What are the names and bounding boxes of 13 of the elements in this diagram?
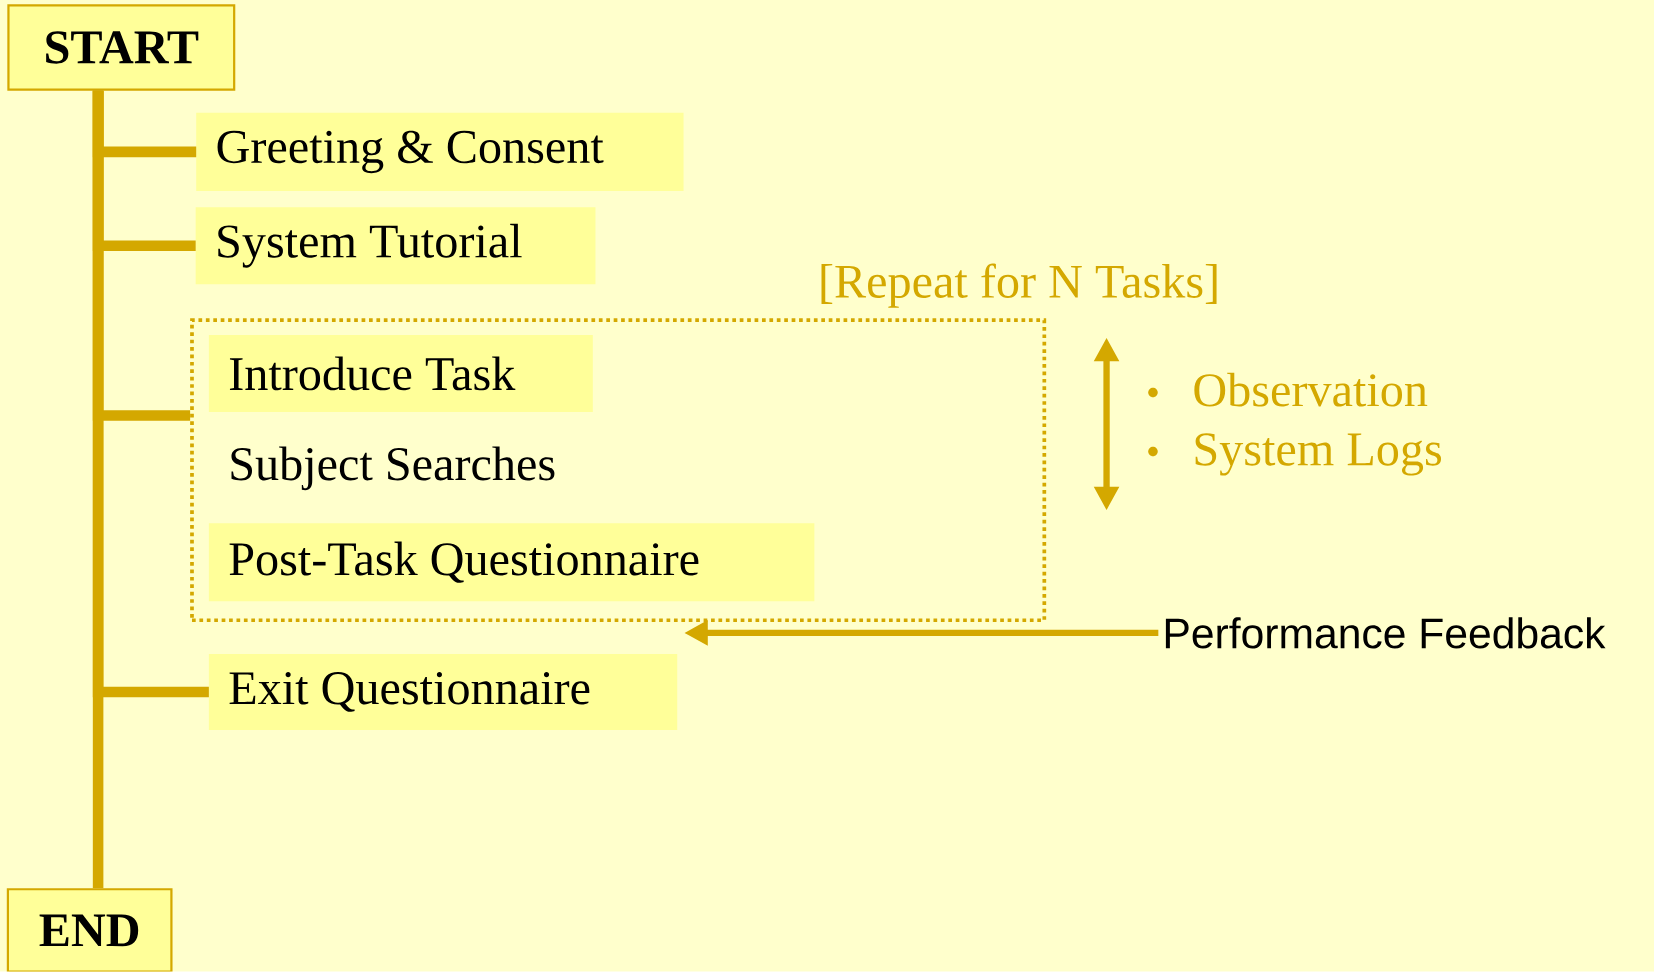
feedback-text: Performance Feedback bbox=[1165, 617, 1606, 649]
step-box: Exit Questionnaire bbox=[208, 654, 678, 731]
step-box: System Tutorial bbox=[195, 207, 596, 285]
step-text: Subject Searches bbox=[231, 446, 555, 491]
step-box: Greeting & Consent bbox=[196, 113, 684, 192]
bullet-text: Observation bbox=[1194, 372, 1428, 407]
step-box: Introduce Task bbox=[208, 335, 593, 413]
bullet-text: System Logs bbox=[1195, 433, 1441, 476]
node-label: [Repeat for N Tasks] bbox=[821, 263, 1217, 308]
terminal-box: END bbox=[6, 888, 173, 972]
terminal-box: START bbox=[7, 4, 236, 91]
step-box: Post-Task Questionnaire bbox=[208, 523, 815, 602]
connector bbox=[92, 91, 104, 889]
